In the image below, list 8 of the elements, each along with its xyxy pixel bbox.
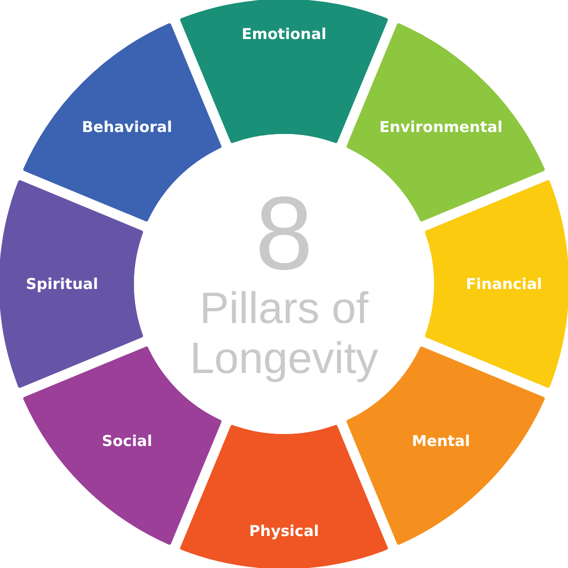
segment-label: Financial (466, 275, 542, 293)
segment-label: Spiritual (26, 275, 98, 293)
segment-label: Physical (249, 522, 319, 540)
segment-label: Mental (412, 432, 470, 450)
segment-label: Emotional (242, 25, 326, 43)
segment-label: Environmental (379, 118, 503, 136)
segment-label: Behavioral (82, 118, 172, 136)
segment-label: Social (102, 432, 152, 450)
